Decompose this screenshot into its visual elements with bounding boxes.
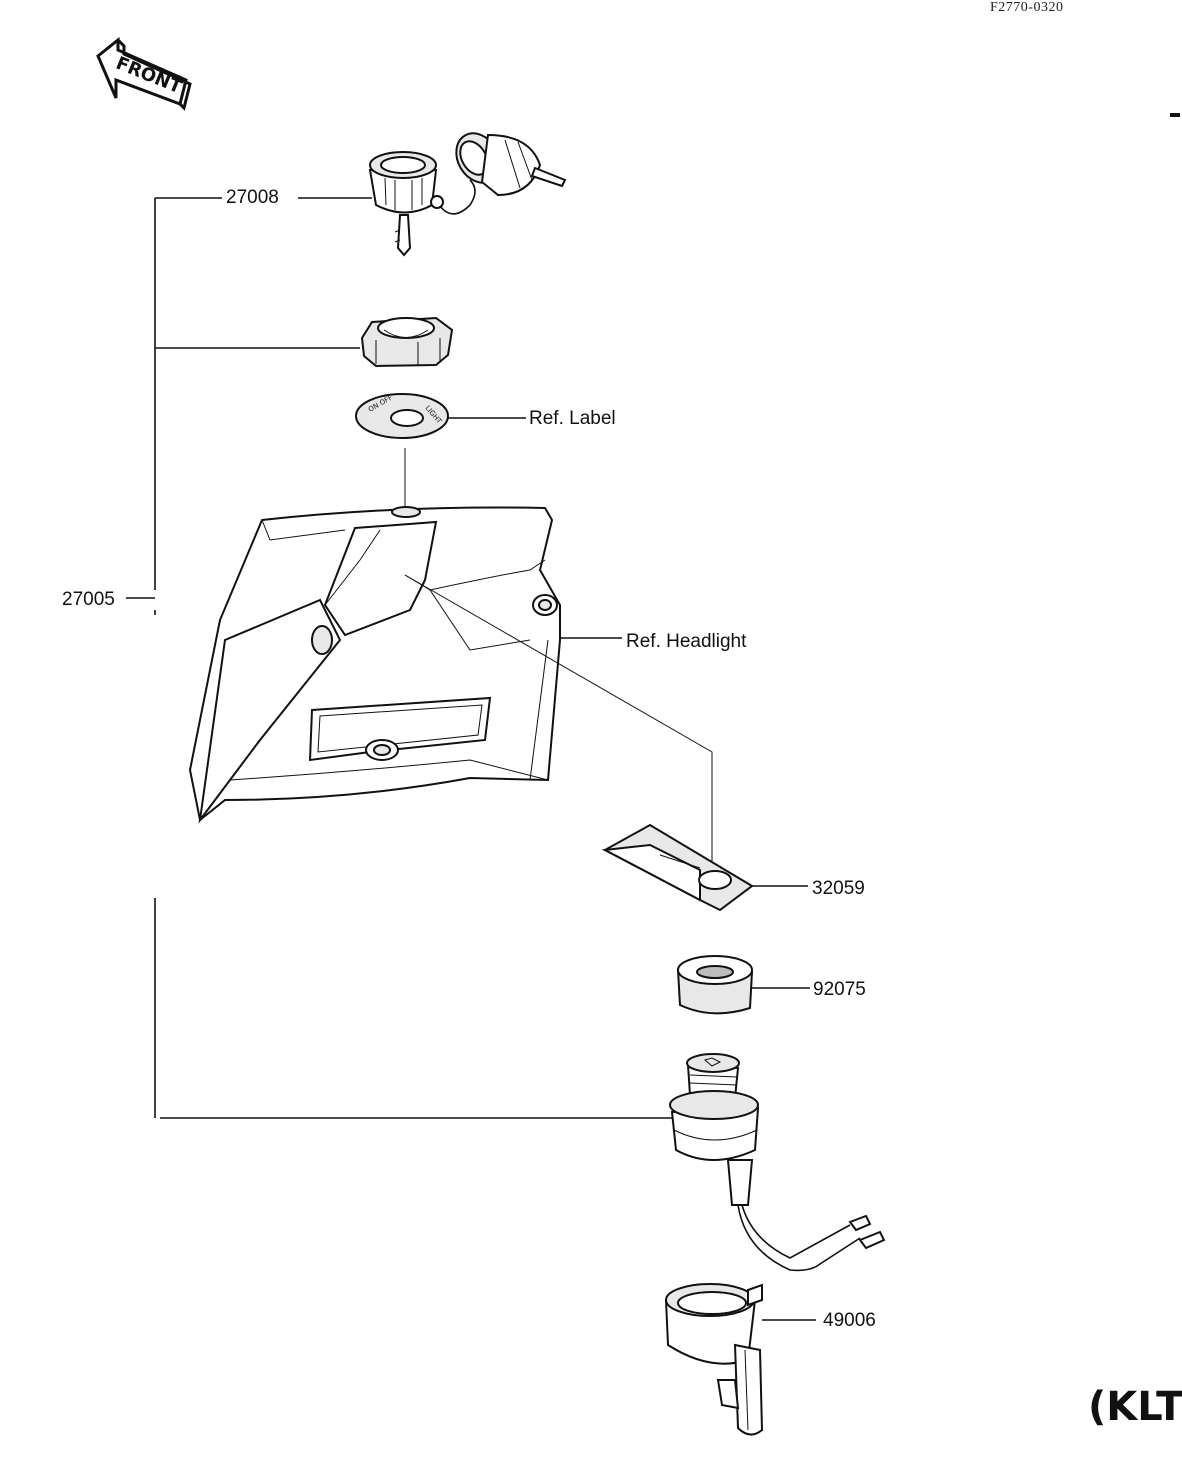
callout-32059: 32059 (812, 878, 865, 899)
part-nut (360, 316, 454, 368)
front-direction-arrow-icon: FRONT (96, 36, 192, 111)
edge-mark (1170, 113, 1180, 117)
part-ignition-switch (669, 1053, 886, 1272)
part-key-set-27008 (368, 132, 567, 257)
part-label-disc: ON OFF LIGHT (355, 393, 526, 439)
part-ring-92075 (676, 955, 810, 1015)
part-plate-32059 (601, 823, 808, 912)
model-code-partial: (KLT (1088, 1384, 1182, 1430)
callout-92075: 92075 (813, 979, 866, 1000)
callout-49006: 49006 (823, 1310, 876, 1331)
callout-ref-headlight: Ref. Headlight (626, 631, 747, 652)
group-bracket-27005 (126, 197, 672, 1119)
callout-27008: 27008 (226, 187, 279, 208)
part-headlight-cover (188, 506, 622, 824)
drawing-code: F2770-0320 (990, 0, 1064, 15)
callout-27005: 27005 (62, 589, 115, 610)
callout-ref-label: Ref. Label (529, 408, 616, 429)
part-holder-49006 (664, 1283, 816, 1436)
